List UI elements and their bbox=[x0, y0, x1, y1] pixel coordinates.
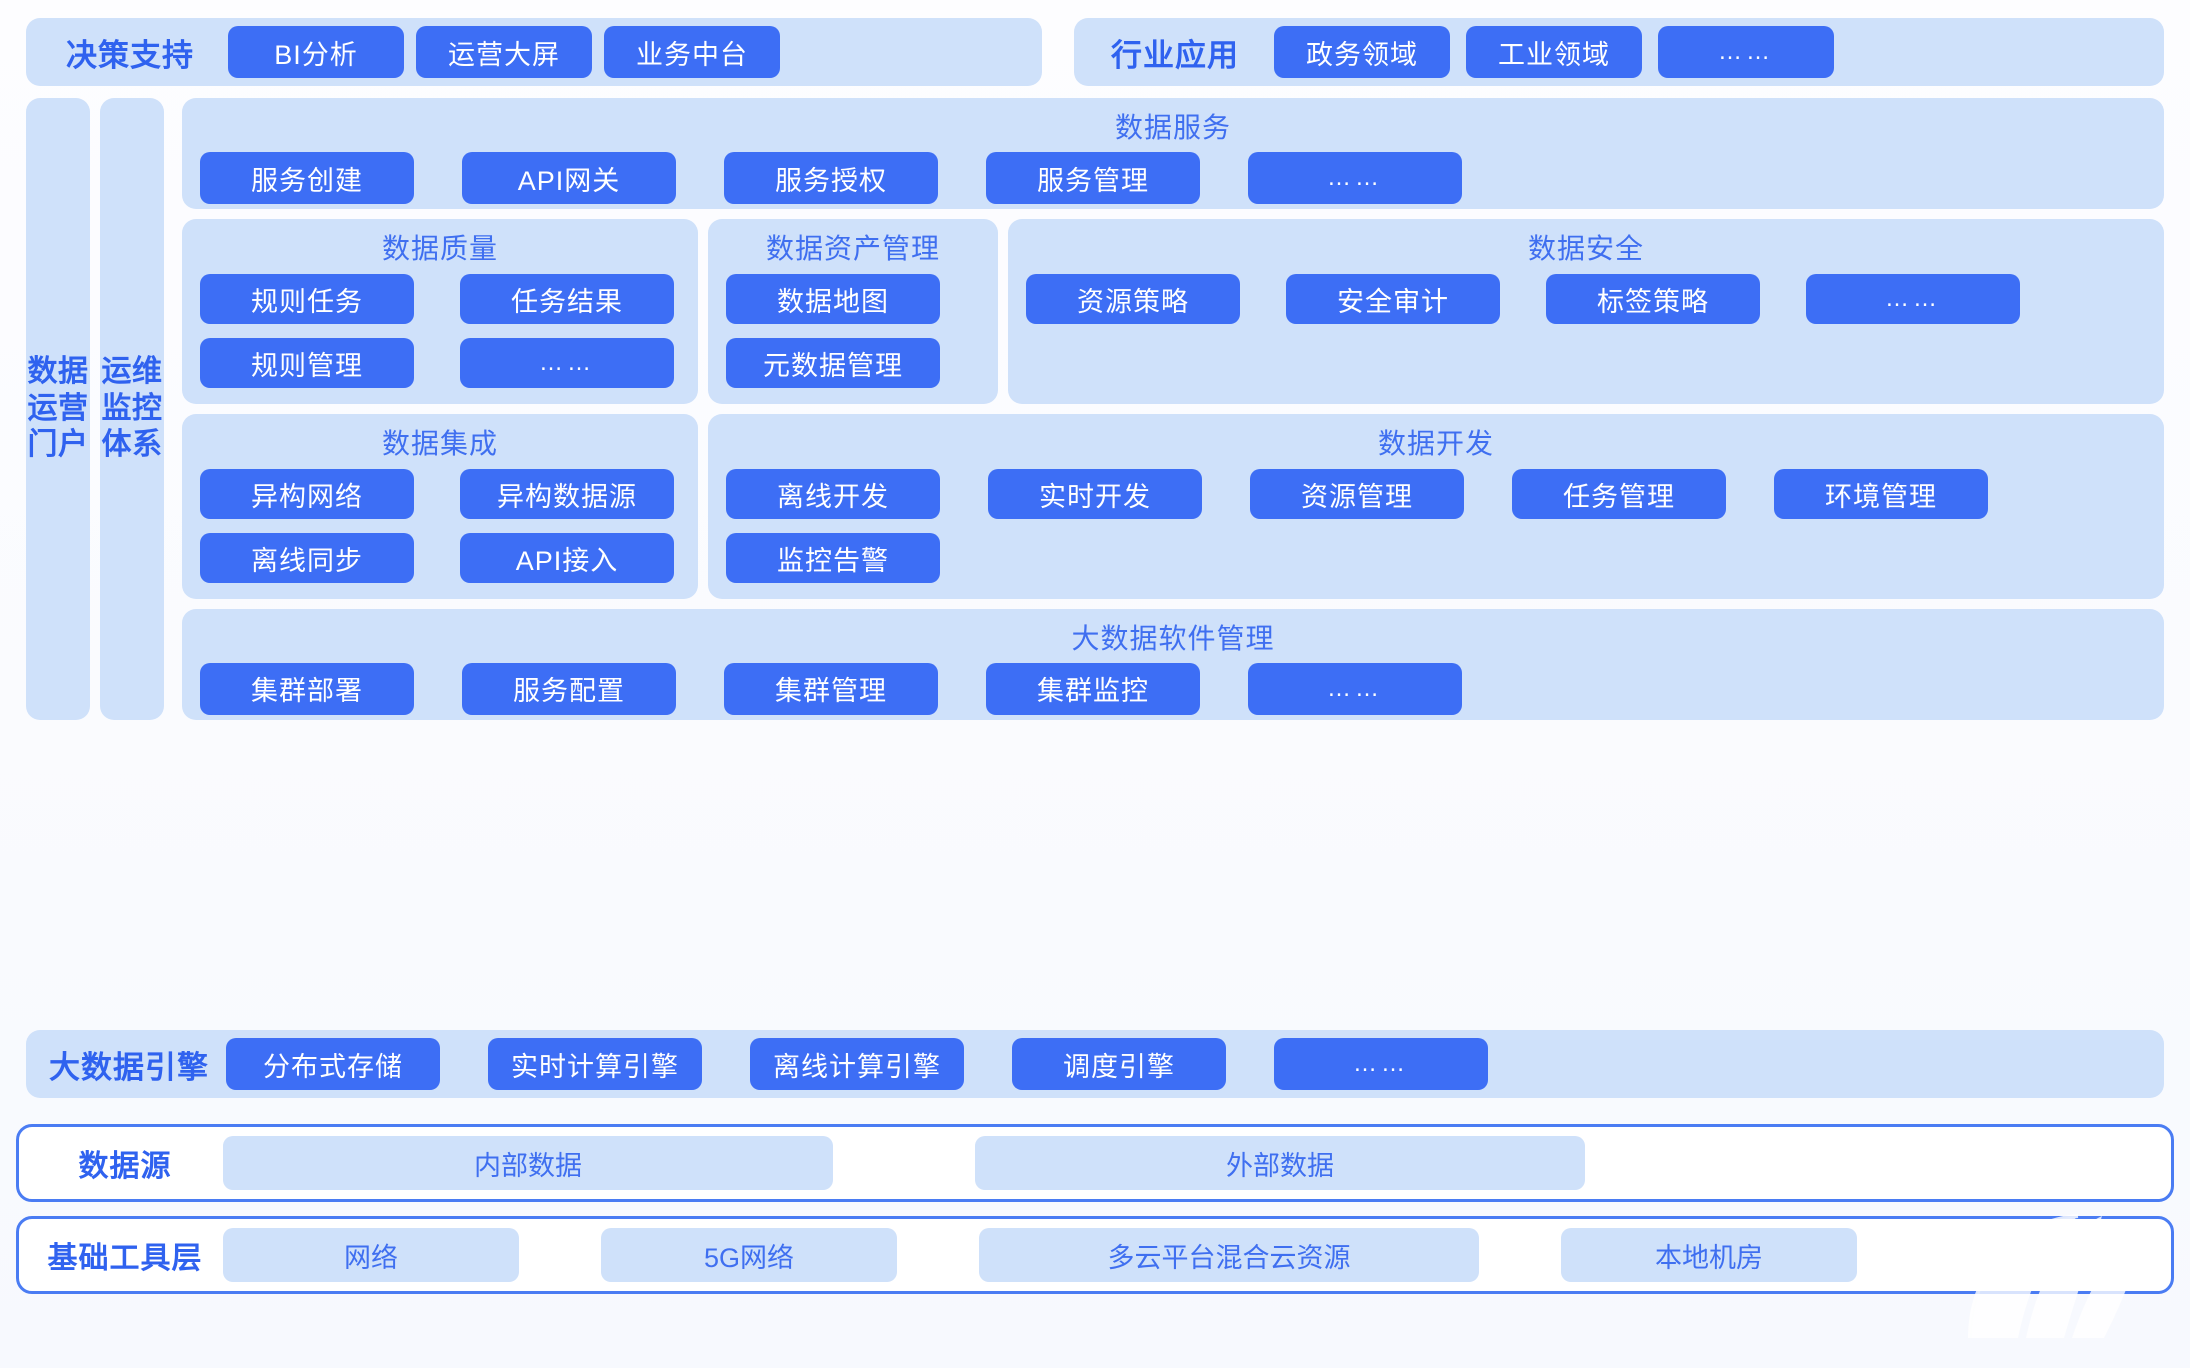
chip-resource-management[interactable]: 资源管理 bbox=[1250, 469, 1464, 519]
group-data-security-items: 资源策略 安全审计 标签策略 …… bbox=[1026, 274, 2146, 325]
bigdata-engine-items: 分布式存储 实时计算引擎 离线计算引擎 调度引擎 …… bbox=[226, 1038, 1488, 1090]
sidebar-line: 监控 bbox=[101, 391, 163, 425]
group-bigdata-software-management-items: 集群部署 服务配置 集群管理 集群监控 …… bbox=[200, 662, 2146, 715]
chip-rule-management[interactable]: 规则管理 bbox=[200, 338, 414, 389]
base-tools-layer-strip: 基础工具层 网络 5G网络 多云平台混合云资源 本地机房 bbox=[16, 1216, 2174, 1294]
sidebar-data-operations-portal-label: 数据 运营 门户 bbox=[28, 354, 89, 464]
base-tools-layer-items: 网络 5G网络 多云平台混合云资源 本地机房 bbox=[223, 1228, 1857, 1282]
chip-metadata-management[interactable]: 元数据管理 bbox=[726, 338, 940, 389]
group-data-integration: 数据集成 异构网络 异构数据源 离线同步 API接入 bbox=[182, 414, 698, 599]
group-data-asset-management: 数据资产管理 数据地图 元数据管理 bbox=[708, 219, 998, 404]
group-data-security-title: 数据安全 bbox=[1527, 233, 1644, 265]
chip-offline-compute-engine[interactable]: 离线计算引擎 bbox=[750, 1038, 964, 1090]
group-data-asset-management-title: 数据资产管理 bbox=[765, 233, 940, 265]
chip-environment-management[interactable]: 环境管理 bbox=[1774, 469, 1988, 519]
chip-monitoring-alerting[interactable]: 监控告警 bbox=[726, 533, 940, 583]
bigdata-engine-strip: 大数据引擎 分布式存储 实时计算引擎 离线计算引擎 调度引擎 …… bbox=[26, 1030, 2164, 1098]
data-source-strip: 数据源 内部数据 外部数据 bbox=[16, 1124, 2174, 1202]
chip-external-data[interactable]: 外部数据 bbox=[975, 1136, 1585, 1190]
chip-task-result[interactable]: 任务结果 bbox=[460, 274, 674, 325]
chip-cluster-deployment[interactable]: 集群部署 bbox=[200, 662, 414, 715]
chip-api-gateway[interactable]: API网关 bbox=[462, 152, 676, 204]
chip-service-create[interactable]: 服务创建 bbox=[200, 152, 414, 204]
chip-cluster-management[interactable]: 集群管理 bbox=[724, 662, 938, 715]
base-tools-layer-label: 基础工具层 bbox=[47, 1242, 203, 1275]
governance-row: 数据质量 规则任务 任务结果 规则管理 …… 数据资产管理 数据地图 元数据管理 bbox=[182, 219, 2164, 404]
group-data-service-items: 服务创建 API网关 服务授权 服务管理 …… bbox=[200, 152, 2146, 204]
chip-scheduling-engine[interactable]: 调度引擎 bbox=[1012, 1038, 1226, 1090]
chip-service-authorization[interactable]: 服务授权 bbox=[724, 152, 938, 204]
chip-industry-more[interactable]: …… bbox=[1658, 26, 1834, 78]
bigdata-engine-label: 大数据引擎 bbox=[49, 1049, 209, 1085]
chip-heterogeneous-network[interactable]: 异构网络 bbox=[200, 469, 414, 519]
sidebar-line: 体系 bbox=[101, 428, 163, 462]
top-row: 决策支持 BI分析 运营大屏 业务中台 行业应用 政务领域 工业领域 …… bbox=[26, 18, 2164, 86]
group-data-asset-management-items: 数据地图 元数据管理 bbox=[726, 274, 980, 389]
decision-support-label: 决策支持 bbox=[66, 37, 194, 73]
group-data-development: 数据开发 离线开发 实时开发 资源管理 任务管理 环境管理 监控告警 bbox=[708, 414, 2164, 599]
group-data-quality-items: 规则任务 任务结果 规则管理 …… bbox=[200, 274, 680, 389]
group-data-development-items: 离线开发 实时开发 资源管理 任务管理 环境管理 监控告警 bbox=[726, 469, 2146, 583]
chip-data-service-more[interactable]: …… bbox=[1248, 152, 1462, 204]
chip-task-management[interactable]: 任务管理 bbox=[1512, 469, 1726, 519]
chip-network[interactable]: 网络 bbox=[223, 1228, 519, 1282]
chip-internal-data[interactable]: 内部数据 bbox=[223, 1136, 833, 1190]
group-data-integration-title: 数据集成 bbox=[381, 428, 498, 459]
sidebar-line: 门户 bbox=[27, 428, 89, 462]
chip-multicloud-hybrid-resource[interactable]: 多云平台混合云资源 bbox=[979, 1228, 1479, 1282]
industry-application-strip: 行业应用 政务领域 工业领域 …… bbox=[1074, 18, 2164, 86]
chip-rule-task[interactable]: 规则任务 bbox=[200, 274, 414, 325]
chip-security-audit[interactable]: 安全审计 bbox=[1286, 274, 1500, 325]
sidebar-line: 运营 bbox=[27, 391, 89, 425]
chip-government-domain[interactable]: 政务领域 bbox=[1274, 26, 1450, 78]
group-bigdata-software-management: 大数据软件管理 集群部署 服务配置 集群管理 集群监控 …… bbox=[182, 608, 2164, 720]
data-source-label: 数据源 bbox=[78, 1150, 172, 1183]
chip-bigdata-software-more[interactable]: …… bbox=[1248, 662, 1462, 715]
group-data-development-title: 数据开发 bbox=[1377, 428, 1494, 459]
group-data-service-title: 数据服务 bbox=[1114, 112, 1231, 143]
sidebar-data-operations-portal[interactable]: 数据 运营 门户 bbox=[26, 98, 90, 720]
chip-service-configuration[interactable]: 服务配置 bbox=[462, 662, 676, 715]
sidebar-line: 数据 bbox=[27, 355, 89, 389]
chip-realtime-compute-engine[interactable]: 实时计算引擎 bbox=[488, 1038, 702, 1090]
chip-offline-development[interactable]: 离线开发 bbox=[726, 469, 940, 519]
chip-data-security-more[interactable]: …… bbox=[1806, 274, 2020, 325]
chip-realtime-development[interactable]: 实时开发 bbox=[988, 469, 1202, 519]
group-data-security: 数据安全 资源策略 安全审计 标签策略 …… bbox=[1008, 219, 2164, 404]
chip-business-midplatform[interactable]: 业务中台 bbox=[604, 26, 780, 78]
chip-operations-dashboard[interactable]: 运营大屏 bbox=[416, 26, 592, 78]
group-data-quality: 数据质量 规则任务 任务结果 规则管理 …… bbox=[182, 219, 698, 404]
chip-distributed-storage[interactable]: 分布式存储 bbox=[226, 1038, 440, 1090]
industry-application-label: 行业应用 bbox=[1111, 37, 1239, 73]
chip-heterogeneous-datasource[interactable]: 异构数据源 bbox=[460, 469, 674, 519]
decision-support-strip: 决策支持 BI分析 运营大屏 业务中台 bbox=[26, 18, 1042, 86]
chip-bi-analysis[interactable]: BI分析 bbox=[228, 26, 404, 78]
group-bigdata-software-management-title: 大数据软件管理 bbox=[1071, 622, 1275, 654]
sidebar-ops-monitoring-system-label: 运维 监控 体系 bbox=[102, 354, 163, 464]
development-row: 数据集成 异构网络 异构数据源 离线同步 API接入 数据开发 离线开发 实时开… bbox=[182, 414, 2164, 599]
chip-5g-network[interactable]: 5G网络 bbox=[601, 1228, 897, 1282]
chip-cluster-monitoring[interactable]: 集群监控 bbox=[986, 662, 1200, 715]
chip-api-access[interactable]: API接入 bbox=[460, 533, 674, 583]
chip-bigdata-engine-more[interactable]: …… bbox=[1274, 1038, 1488, 1090]
chip-offline-sync[interactable]: 离线同步 bbox=[200, 533, 414, 583]
chip-resource-policy[interactable]: 资源策略 bbox=[1026, 274, 1240, 325]
platform-core-block: 数据 运营 门户 运维 监控 体系 数据服务 服务创建 API网关 服务授权 服… bbox=[26, 98, 2164, 720]
group-data-quality-title: 数据质量 bbox=[381, 233, 498, 265]
sidebar-ops-monitoring-system[interactable]: 运维 监控 体系 bbox=[100, 98, 164, 720]
platform-columns: 数据服务 服务创建 API网关 服务授权 服务管理 …… 数据质量 规则任务 任… bbox=[182, 98, 2164, 720]
chip-data-quality-more[interactable]: …… bbox=[460, 338, 674, 389]
chip-service-management[interactable]: 服务管理 bbox=[986, 152, 1200, 204]
data-source-items: 内部数据 外部数据 bbox=[223, 1136, 1585, 1190]
chip-label-policy[interactable]: 标签策略 bbox=[1546, 274, 1760, 325]
group-data-service: 数据服务 服务创建 API网关 服务授权 服务管理 …… bbox=[182, 98, 2164, 210]
sidebar-line: 运维 bbox=[101, 355, 163, 389]
chip-data-map[interactable]: 数据地图 bbox=[726, 274, 940, 325]
chip-local-datacenter[interactable]: 本地机房 bbox=[1561, 1228, 1857, 1282]
group-data-integration-items: 异构网络 异构数据源 离线同步 API接入 bbox=[200, 469, 680, 583]
chip-industrial-domain[interactable]: 工业领域 bbox=[1466, 26, 1642, 78]
